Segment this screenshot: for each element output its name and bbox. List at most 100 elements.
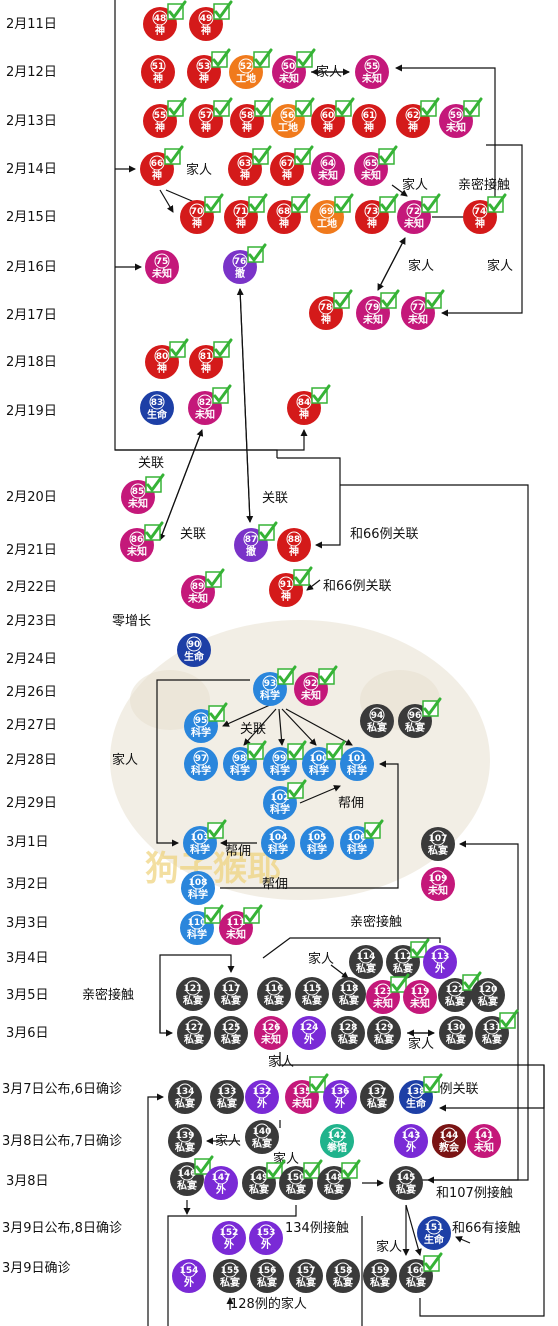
case-category: 神 (321, 313, 331, 326)
case-number: 116 (265, 984, 284, 994)
case-node: 61神 (352, 104, 386, 138)
case-node-ring (340, 1019, 356, 1035)
date-label: 3月1日 (6, 835, 49, 850)
case-number: 94 (371, 711, 384, 721)
case-node-circle (140, 391, 174, 425)
case-number: 154 (180, 1266, 199, 1276)
case-category: 神 (236, 217, 246, 230)
case-category: 私宴 (220, 1033, 241, 1046)
check-icon (287, 779, 307, 799)
case-category: 外 (434, 962, 445, 975)
case-number: 138 (407, 1087, 426, 1097)
case-number: 133 (218, 1087, 237, 1097)
case-number: 72 (408, 207, 421, 217)
date-label: 2月17日 (6, 308, 57, 323)
check-icon (423, 1252, 443, 1272)
case-number: 68 (278, 207, 291, 217)
case-number: 131 (483, 1023, 502, 1033)
case-category: 私宴 (395, 1183, 416, 1196)
date-label: 3月5日 (6, 988, 49, 1003)
case-node-ring (232, 750, 248, 766)
case-node-ring (197, 394, 213, 410)
case-node-ring (228, 914, 244, 930)
case-number: 70 (191, 207, 204, 217)
case-node-ring (298, 1262, 314, 1278)
case-node-ring (472, 203, 488, 219)
case-node-circle (168, 1080, 202, 1114)
annotation-label: 家人 (268, 1054, 294, 1070)
case-category: 外 (303, 1033, 314, 1046)
case-category: 私宴 (477, 995, 498, 1008)
case-node-circle (210, 1080, 244, 1114)
case-node-ring (448, 1019, 464, 1035)
case-node-circle (432, 1124, 466, 1158)
case-node-circle (214, 977, 248, 1011)
check-icon (145, 473, 165, 493)
case-category: 未知 (127, 497, 148, 510)
case-node: 81神 (189, 338, 233, 379)
date-label: 2月15日 (6, 210, 57, 225)
date-label: 3月3日 (6, 916, 49, 931)
case-category: 神 (408, 121, 418, 134)
case-number: 103 (191, 833, 210, 843)
date-label: 3月6日 (6, 1026, 49, 1041)
annotation-label: 家人 (215, 1133, 241, 1149)
case-node-circle (394, 1124, 428, 1158)
case-category: 私宴 (481, 1033, 502, 1046)
case-category: 科学 (270, 764, 290, 777)
case-number: 101 (348, 754, 367, 764)
case-node: 51神 (141, 55, 175, 89)
case-node-circle (417, 1216, 451, 1250)
check-icon (421, 193, 441, 213)
case-category: 撤 (235, 267, 245, 280)
case-number: 150 (287, 1173, 306, 1183)
case-number: 132 (253, 1087, 272, 1097)
case-category: 私宴 (444, 995, 465, 1008)
case-node-ring (251, 1169, 267, 1185)
case-category: 神 (153, 72, 163, 85)
case-node-circle (261, 826, 295, 860)
case-node-ring (213, 1169, 229, 1185)
case-category: 生命 (406, 1097, 427, 1110)
case-number: 121 (184, 984, 203, 994)
case-node-ring (372, 1262, 388, 1278)
case-node-ring (281, 58, 297, 74)
date-label: 3月4日 (6, 951, 49, 966)
case-number: 111 (227, 918, 246, 928)
case-node-ring (186, 1019, 202, 1035)
case-number: 152 (220, 1228, 239, 1238)
case-node-ring (407, 707, 423, 723)
case-category: 未知 (409, 997, 430, 1010)
case-node-ring (272, 750, 288, 766)
case-node-ring (320, 107, 336, 123)
case-node-ring (262, 675, 278, 691)
case-category: 私宴 (445, 1033, 466, 1046)
case-node: 63神 (228, 145, 272, 186)
case-node: 88神 (277, 528, 311, 562)
case-category: 私宴 (248, 1183, 269, 1196)
case-category: 科学 (191, 726, 211, 739)
case-node-ring (408, 1083, 424, 1099)
case-category: 私宴 (219, 1276, 240, 1289)
case-number: 78 (320, 303, 333, 313)
case-node-ring (190, 578, 206, 594)
annotation-label: 家人 (112, 752, 138, 768)
case-number: 84 (298, 398, 311, 408)
check-icon (248, 193, 268, 213)
case-node-ring (365, 299, 381, 315)
case-category: 未知 (362, 313, 383, 326)
date-label: 2月19日 (6, 404, 57, 419)
case-category: 外 (405, 1141, 416, 1154)
